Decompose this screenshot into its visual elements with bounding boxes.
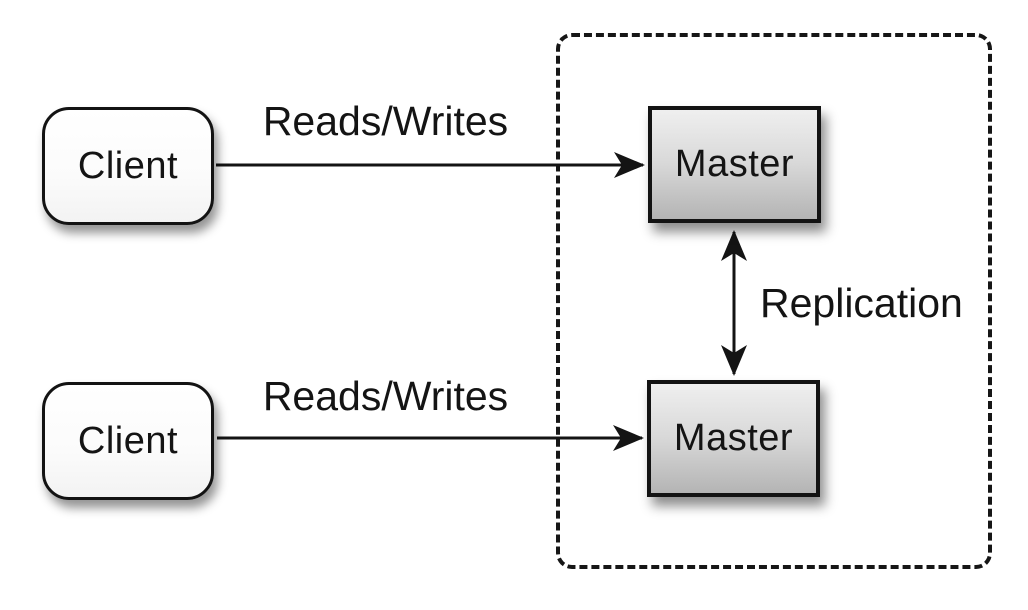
node-client-bottom: Client (42, 382, 214, 500)
node-client-top-label: Client (77, 144, 179, 187)
node-master-top-label: Master (674, 143, 795, 185)
node-master-bottom-label: Master (673, 417, 794, 459)
edge-label-reads-writes-bottom: Reads/Writes (262, 373, 509, 419)
edge-label-replication: Replication (760, 280, 963, 326)
node-client-bottom-label: Client (77, 419, 179, 462)
replication-group-boundary (556, 33, 992, 569)
node-master-top: Master (648, 106, 821, 223)
edge-label-reads-writes-top: Reads/Writes (262, 98, 509, 144)
node-master-bottom: Master (647, 380, 820, 497)
node-client-top: Client (42, 107, 214, 225)
